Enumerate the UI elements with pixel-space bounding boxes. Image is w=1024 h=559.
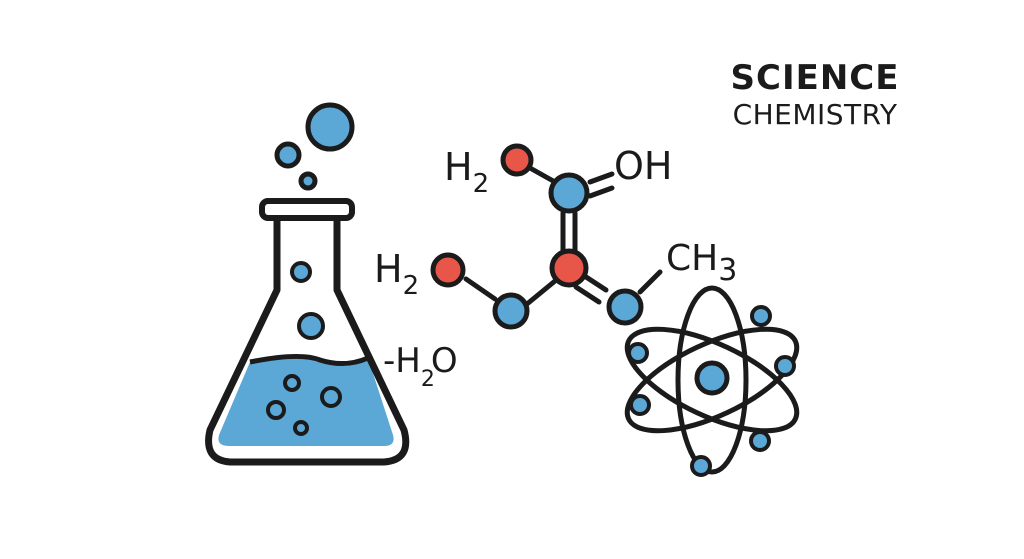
label-h2-mid: H2 <box>374 247 419 301</box>
atom-oxygen <box>430 252 466 288</box>
electron <box>627 342 649 364</box>
flask-bubble <box>293 420 309 436</box>
label-flask-side-o: O <box>431 341 458 381</box>
flask-icon <box>205 198 410 466</box>
flask-body <box>205 216 410 466</box>
label-h2-mid-h: H <box>374 247 403 291</box>
bubble-large <box>305 102 355 152</box>
bond <box>463 276 498 302</box>
flask-bubble <box>320 386 342 408</box>
bond <box>637 269 663 295</box>
electron <box>690 455 712 477</box>
label-h2-top-sub: 2 <box>473 169 490 199</box>
label-h2-top-h: H <box>444 145 473 189</box>
title-chemistry: CHEMISTRY <box>732 98 898 131</box>
bond-double-a <box>580 272 609 293</box>
flask-rim <box>259 198 355 221</box>
label-ch3-ch: CH <box>666 238 718 279</box>
label-ch3-sub: 3 <box>718 253 737 288</box>
atom-orbit <box>624 326 800 434</box>
atom-oxygen <box>500 143 534 177</box>
bond-double-a <box>587 171 615 185</box>
label-oh: OH <box>614 144 672 188</box>
bubble-small <box>298 171 318 191</box>
electron <box>774 355 796 377</box>
bond <box>527 165 558 185</box>
bond-double-b <box>573 284 602 305</box>
label-flask-side-h: -H <box>383 341 421 381</box>
flask-liquid <box>218 356 394 446</box>
atom-carbon <box>606 288 644 326</box>
atom-nucleus <box>694 360 730 396</box>
label-h2-top: H2 <box>444 145 489 199</box>
label-ch3: CH3 <box>666 238 737 288</box>
flask-liquid-surface <box>249 353 369 366</box>
flask-bubble <box>297 312 325 340</box>
bond <box>524 278 558 307</box>
bubble-icon <box>274 102 355 191</box>
molecule-icon <box>430 143 663 330</box>
atom-orbit <box>624 326 800 434</box>
atom-icon <box>624 285 800 477</box>
atom-oxygen <box>549 248 589 288</box>
atom-orbit <box>675 285 749 475</box>
electron <box>750 305 772 327</box>
atom-carbon <box>492 292 530 330</box>
bond-double-b <box>587 185 615 199</box>
electron <box>629 394 651 416</box>
bubble-medium <box>274 141 302 169</box>
label-h2-mid-sub: 2 <box>403 271 420 301</box>
flask-bubble <box>266 400 286 420</box>
flask-bubble <box>283 374 301 392</box>
atom-carbon <box>548 172 590 214</box>
label-flask-side: -H2O <box>383 341 458 392</box>
flask-bubble <box>290 261 312 283</box>
title-block: SCIENCE CHEMISTRY <box>700 58 930 132</box>
electron <box>749 430 771 452</box>
title-science: SCIENCE <box>730 58 900 98</box>
label-flask-side-sub: 2 <box>421 367 435 392</box>
